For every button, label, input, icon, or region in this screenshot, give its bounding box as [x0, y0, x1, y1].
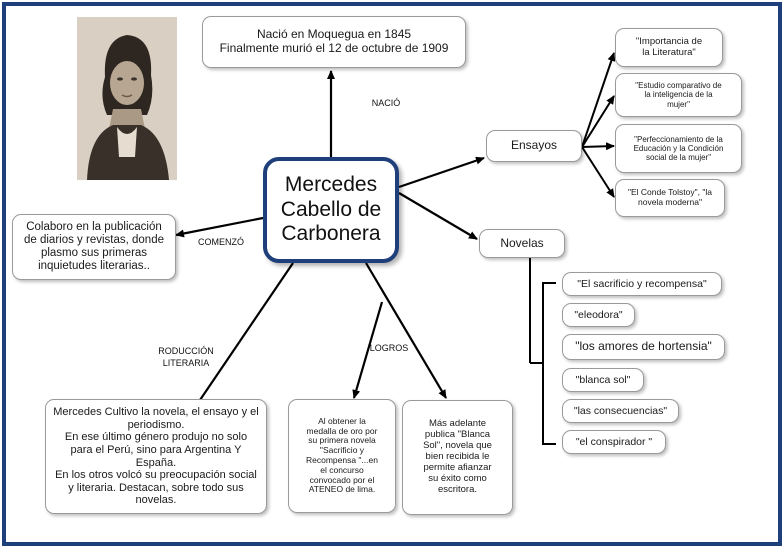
essay-item: "El Conde Tolstoy", "la novela moderna": [615, 179, 725, 217]
link-label-achievements: LOGROS: [369, 343, 409, 353]
novel-item: "eleodora": [562, 303, 635, 327]
link-label-began: COMENZÓ: [198, 237, 244, 247]
line-to-production: [199, 262, 294, 401]
arrow-to-achievement-2: [365, 262, 447, 399]
achievement-node-1: Al obtener la medalla de oro por su prim…: [288, 399, 396, 513]
portrait-image: [77, 17, 177, 180]
link-label-born: NACIÓ: [371, 98, 401, 108]
novels-node: Novelas: [479, 229, 565, 258]
achievement-node-2: Más adelante publica "Blanca Sol", novel…: [402, 400, 513, 515]
novel-item: "El sacrificio y recompensa": [562, 272, 722, 296]
essays-node: Ensayos: [486, 130, 582, 162]
arrow-essay-3: [581, 142, 615, 151]
novel-item: "blanca sol": [562, 368, 644, 392]
start-node: Colaboro en la publicación de diarios y …: [12, 214, 176, 280]
essay-item: "Estudio comparativo de la inteligencia …: [615, 73, 742, 117]
arrow-essay-2: [581, 95, 615, 148]
essay-item: "Importancia de la Literatura": [615, 28, 723, 67]
novels-bracket: [542, 282, 556, 445]
arrow-essay-1: [581, 52, 616, 148]
arrow-to-essays: [398, 156, 485, 189]
birth-node: Nació en Moquegua en 1845 Finalmente mur…: [202, 16, 466, 68]
portrait-drawing: [77, 17, 177, 180]
center-topic-node: Mercedes Cabello de Carbonera: [263, 157, 399, 263]
novel-item: "el conspirador ": [562, 430, 666, 454]
arrow-to-achievement-1: [352, 301, 384, 399]
link-label-production: RODUCCIÓN LITERARIA: [158, 346, 214, 369]
essay-item: "Perfeccionamiento de la Educación y la …: [615, 124, 742, 173]
arrow-to-novels: [398, 192, 478, 240]
arrow-to-start: [175, 216, 264, 238]
arrow-essay-4: [581, 146, 615, 198]
production-node: Mercedes Cultivo la novela, el ensayo y …: [45, 399, 267, 514]
novel-item: "los amores de hortensia": [562, 334, 725, 360]
novel-item: "las consecuencias": [562, 399, 679, 423]
